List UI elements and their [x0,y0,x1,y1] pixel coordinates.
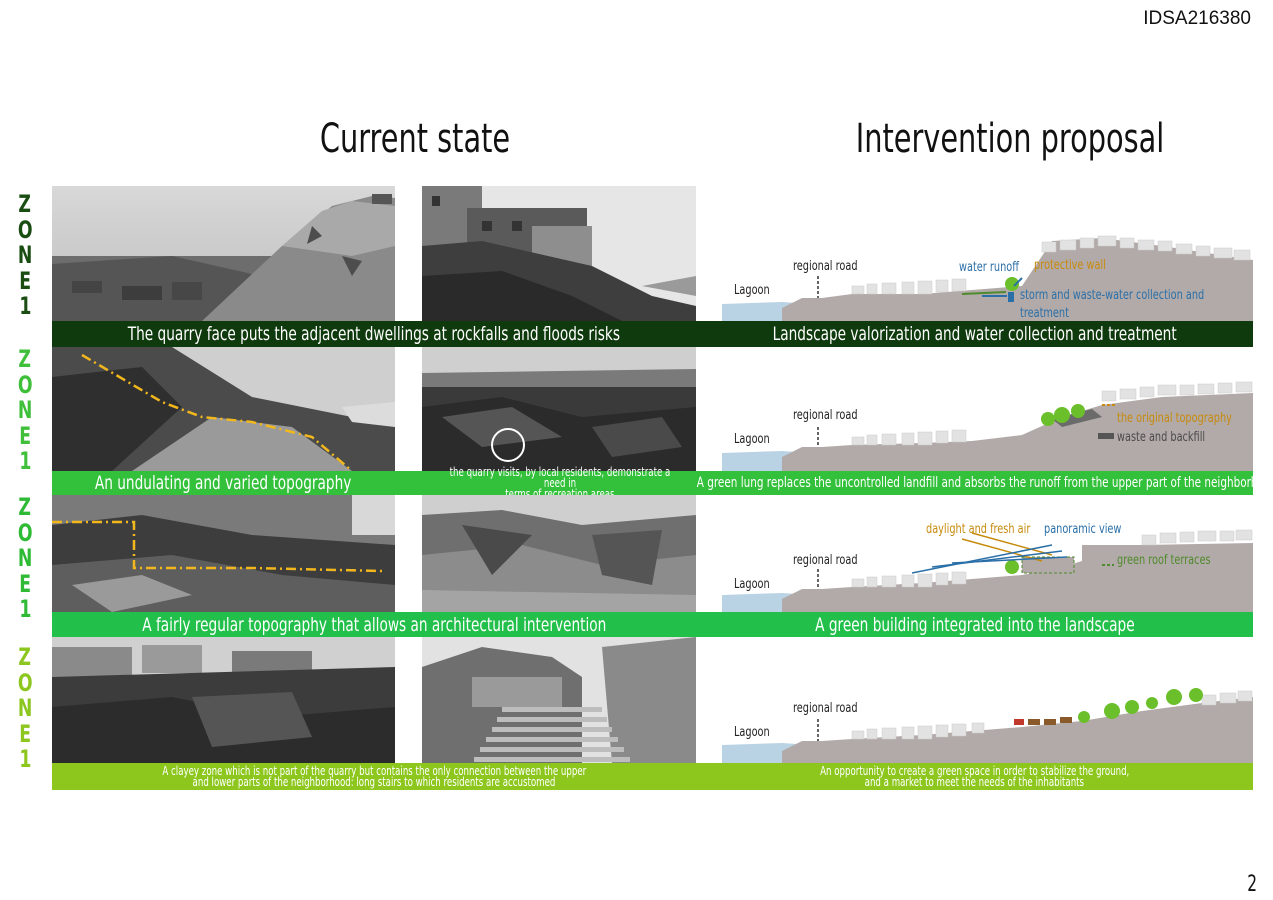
caption-current-zone-1: The quarry face puts the adjacent dwelli… [127,323,621,345]
label-water-runoff: water runoff [959,260,1019,275]
label-lagoon: Lagoon [734,283,770,298]
label-panoramic-view: panoramic view [1044,522,1122,537]
caption-proposal-zone-2: A green lung replaces the uncontrolled l… [697,475,1273,491]
section-diagram-zone-2: regional road Lagoon the original topogr… [722,347,1253,471]
photo-long-stairs [422,637,696,763]
column-title-intervention-proposal: Intervention proposal [855,116,1165,162]
photo-dwellings-on-cliff [422,186,696,321]
caption-bar-zone-4: A clayey zone which is not part of the q… [52,763,1253,790]
caption-quarry-visits: the quarry visits, by local residents, d… [449,464,671,501]
section-diagram-zone-3: regional road Lagoon daylight and fresh … [722,495,1253,612]
section-diagram-zone-4: regional road Lagoon [722,637,1253,763]
photo-regular-topography [52,495,395,612]
label-storm-water-line2: treatment [1020,306,1069,321]
label-lagoon: Lagoon [734,725,770,740]
label-daylight-fresh-air: daylight and fresh air [926,522,1031,537]
photo-undulating-topography [52,347,395,471]
label-lagoon: Lagoon [734,577,770,592]
caption-proposal-zone-1: Landscape valorization and water collect… [772,323,1177,345]
caption-proposal-zone-4: An opportunity to create a green space i… [819,763,1130,789]
label-waste-backfill: waste and backfill [1117,430,1206,445]
label-regional-road: regional road [793,408,858,423]
label-regional-road: regional road [793,701,858,716]
label-regional-road: regional road [793,553,858,568]
photo-clayey-zone [52,637,395,763]
page-number: 2 [1247,872,1257,897]
caption-proposal-zone-3: A green building integrated into the lan… [814,613,1135,636]
label-lagoon: Lagoon [734,432,770,447]
caption-current-zone-2: An undulating and varied topography [95,472,352,494]
ground-profile [782,238,1253,321]
label-protective-wall: protective wall [1034,258,1106,273]
caption-current-zone-4: A clayey zone which is not part of the q… [162,763,586,789]
photo-quarry-rock [422,495,696,612]
caption-bar-zone-3: A fairly regular topography that allows … [52,612,1253,637]
caption-current-zone-3: A fairly regular topography that allows … [141,613,607,636]
caption-bar-zone-2: An undulating and varied topography the … [52,464,1273,501]
photo-quarry-face-panorama [52,186,395,321]
photo-quarry-visits [422,347,696,471]
section-diagram-zone-1: regional road Lagoon water runoff protec… [722,186,1253,321]
column-title-current-state: Current state [319,116,511,162]
caption-bar-zone-1: The quarry face puts the adjacent dwelli… [52,321,1253,347]
highlight-circle [491,428,525,462]
document-id: IDSA216380 [1143,8,1251,29]
label-green-roof-terraces: green roof terraces [1117,553,1211,568]
label-original-topography: the original topography [1117,411,1232,426]
label-storm-water-line1: storm and waste-water collection and [1020,288,1205,303]
label-regional-road: regional road [793,259,858,274]
